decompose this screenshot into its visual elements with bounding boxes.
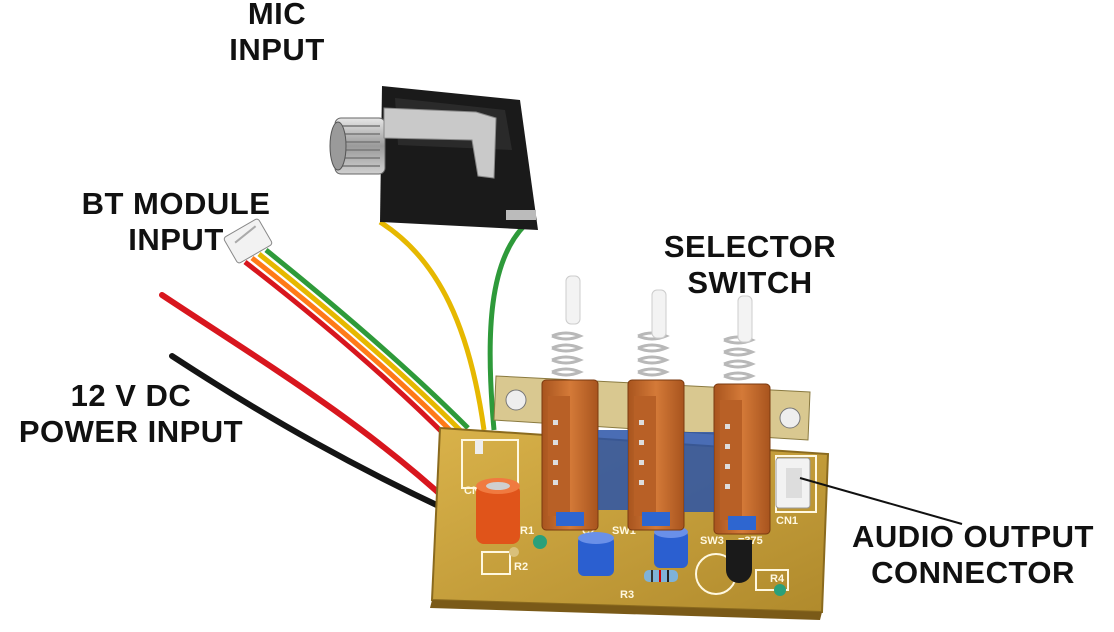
label-power-line2: POWER INPUT [18, 414, 244, 449]
selector-switch-2 [627, 289, 685, 531]
label-mic-line1: MIC [247, 0, 307, 31]
wire-red [159, 292, 455, 508]
audio-output-pointer [799, 477, 963, 525]
pcb-label-r4: R4 [770, 573, 785, 585]
switch-blue-housings [598, 430, 714, 512]
label-power-line1: 12 V DC [70, 378, 192, 413]
wire-black [169, 353, 461, 518]
pcb-label-sw3: SW3 [700, 535, 724, 547]
label-mic-line2: INPUT [229, 32, 325, 67]
bt-connector [223, 218, 273, 264]
label-audio-output-connector: AUDIO OUTPUT CONNECTOR [832, 519, 1114, 591]
label-selector-switch: SELECTOR SWITCH [640, 229, 860, 301]
mic-wires [378, 219, 527, 431]
selector-switch-3 [713, 295, 771, 535]
label-bt-line1: BT MODULE [81, 186, 271, 221]
label-selector-line2: SWITCH [687, 265, 813, 300]
label-audio-line1: AUDIO OUTPUT [852, 519, 1094, 554]
label-bt-module-input: BT MODULE INPUT [56, 186, 296, 258]
pcb-label-r3: R3 [620, 589, 634, 601]
label-power-input: 12 V DC POWER INPUT [0, 378, 262, 450]
pcb-label-r1: R1 [520, 525, 534, 537]
selector-switch-1 [541, 275, 599, 531]
capacitor-orange [476, 478, 520, 544]
pcb-label-cn1: CN1 [776, 515, 798, 527]
bt-ribbon-wires [243, 248, 470, 442]
label-audio-line2: CONNECTOR [871, 555, 1075, 590]
capacitor-blue-1 [578, 532, 614, 576]
resistor-r3 [644, 570, 678, 582]
capacitor-blue-2 [654, 526, 688, 568]
transistor [726, 540, 752, 583]
label-selector-line1: SELECTOR [663, 229, 837, 264]
label-mic-input: MIC INPUT [212, 0, 342, 68]
mic-jack [329, 86, 538, 230]
small-components [509, 535, 786, 596]
pcb-label-r2: R2 [514, 561, 528, 573]
label-bt-line2: INPUT [128, 222, 224, 257]
